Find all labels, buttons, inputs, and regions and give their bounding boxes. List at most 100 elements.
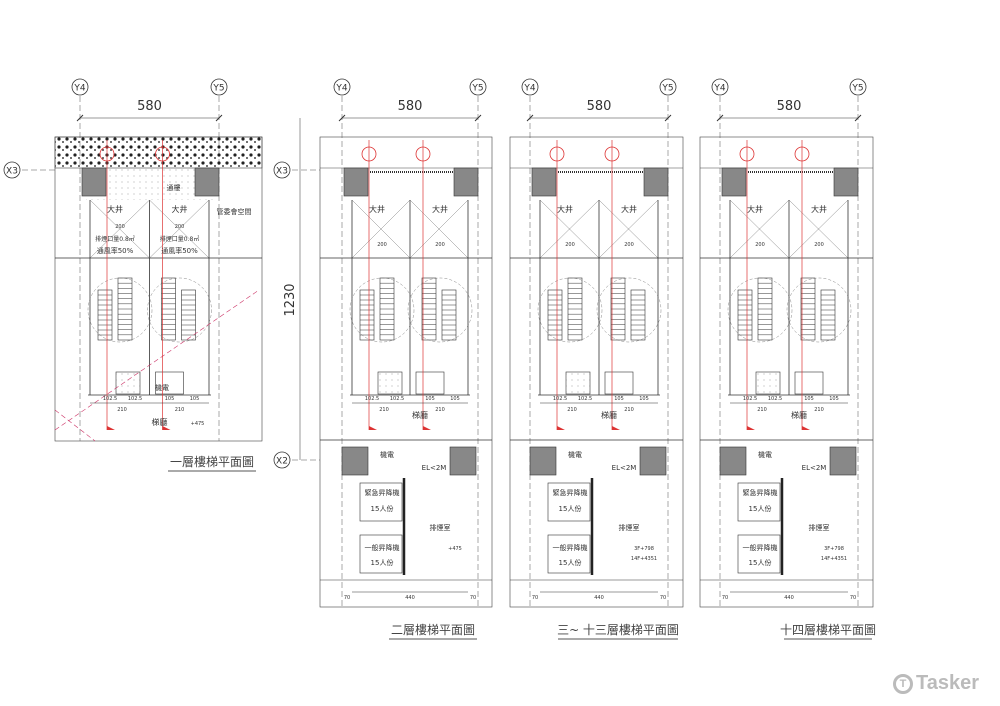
dim-text: 200 [565,242,575,248]
dim-text: 200 [435,242,445,248]
elevator-label: 一般昇降機 [743,543,778,552]
section-arrow-icon [612,426,620,430]
dim-text: 70 [722,595,728,601]
grid-label: Y5 [661,84,673,94]
section-arrow-icon [162,426,171,430]
smoke-room-label: 排煙室 [809,523,830,532]
section-arrow-icon [747,426,755,430]
void-mark [729,199,790,259]
dim-text: 102.5 [743,396,757,402]
grid-bubble: Y4 [521,78,539,96]
section-marker [794,146,810,162]
capacity-label: 15人份 [559,558,582,567]
machine-box [794,371,824,395]
title-underline [558,638,678,640]
level-label: +475 [448,546,462,552]
dim-text: 70 [532,595,538,601]
stair-flight [610,277,626,341]
capacity-label: 15人份 [749,558,772,567]
grid-label: X3 [276,167,288,177]
door-swing [596,277,662,343]
elevator-shaft [547,482,591,522]
grid-label: Y4 [713,84,725,94]
machine-label: 機電 [380,450,394,459]
width-dimension: 580 [398,99,423,114]
column [341,446,369,476]
grid-bubble: Y5 [659,78,677,96]
grid-bubble: X2 [273,451,291,469]
column [194,167,220,197]
dim-text: 200 [814,242,824,248]
dimension-tick [76,114,84,122]
dim-text: 70 [850,595,856,601]
title-underline [168,470,256,472]
stair-flight [161,277,176,341]
title-underline [784,638,872,640]
lobby-label: 梯廳 [601,410,617,420]
grid-label: X2 [276,457,288,467]
vent-ratio-label: 通風率50% [97,246,134,255]
machine-box [565,371,591,395]
grid-bubble-circle [469,78,487,96]
section-marker [604,146,620,162]
watermark-text: Tasker [916,672,980,694]
dimension-tick [474,114,482,122]
emergency-elevator-label: 緊急昇降機 [365,488,400,497]
column [719,446,747,476]
column [529,446,557,476]
machine-box [115,371,141,395]
grid-bubble-circle [521,78,539,96]
dim-text: 210 [624,407,634,413]
dimension-tick [526,114,534,122]
grid-bubble: X3 [3,161,21,179]
dim-text: 102.5 [553,396,567,402]
level-label: +475 [191,421,205,427]
emergency-elevator-label: 緊急昇降機 [553,488,588,497]
dimension-tick [215,114,223,122]
door-swing [349,277,415,343]
stair-flight [757,277,773,341]
lobby-label: 梯廳 [791,410,807,420]
door-swing [147,277,212,343]
dim-text: 102.5 [365,396,379,402]
grid-bubble-circle [3,161,21,179]
stair-flight [800,277,816,341]
tasker-logo-icon: T [893,673,913,694]
room-label: 通樓 [167,183,181,192]
planting-band [54,136,263,169]
void-mark [409,199,469,259]
dim-text: 105 [165,396,175,402]
void-mark [598,199,659,259]
capacity-label: 15人份 [559,504,582,513]
level-label: 3F+798 [824,546,844,552]
void-mark [89,199,150,259]
dim-text: 105 [190,396,200,402]
light-well-label: 大井 [172,204,188,214]
column [833,167,859,197]
grid-bubble-circle [71,78,89,96]
light-well-label: 大井 [107,204,123,214]
machine-label: 機電 [155,383,169,392]
dim-text: 200 [377,242,387,248]
grid-bubble-circle [273,451,291,469]
light-well-label: 大井 [557,204,573,214]
vent-label: 排煙口量0.8㎡ [95,235,135,243]
dim-text: 200 [624,242,634,248]
door-swing [727,277,793,343]
dim-text: 210 [435,407,445,413]
dimension-tick [664,114,672,122]
grid-label: Y5 [851,84,863,94]
dim-text: 200 [175,224,185,230]
stair-flight [567,277,583,341]
plan-title: 二層樓梯平面圖 [391,622,475,637]
section-arrow-icon [423,426,431,430]
dim-text: 70 [344,595,350,601]
el-label: EL<2M [612,464,637,472]
lobby-label: 梯廳 [412,410,428,420]
dim-text: 105 [639,396,649,402]
grid-bubble: Y4 [711,78,729,96]
section-marker [99,146,115,162]
door-swing [407,277,473,343]
